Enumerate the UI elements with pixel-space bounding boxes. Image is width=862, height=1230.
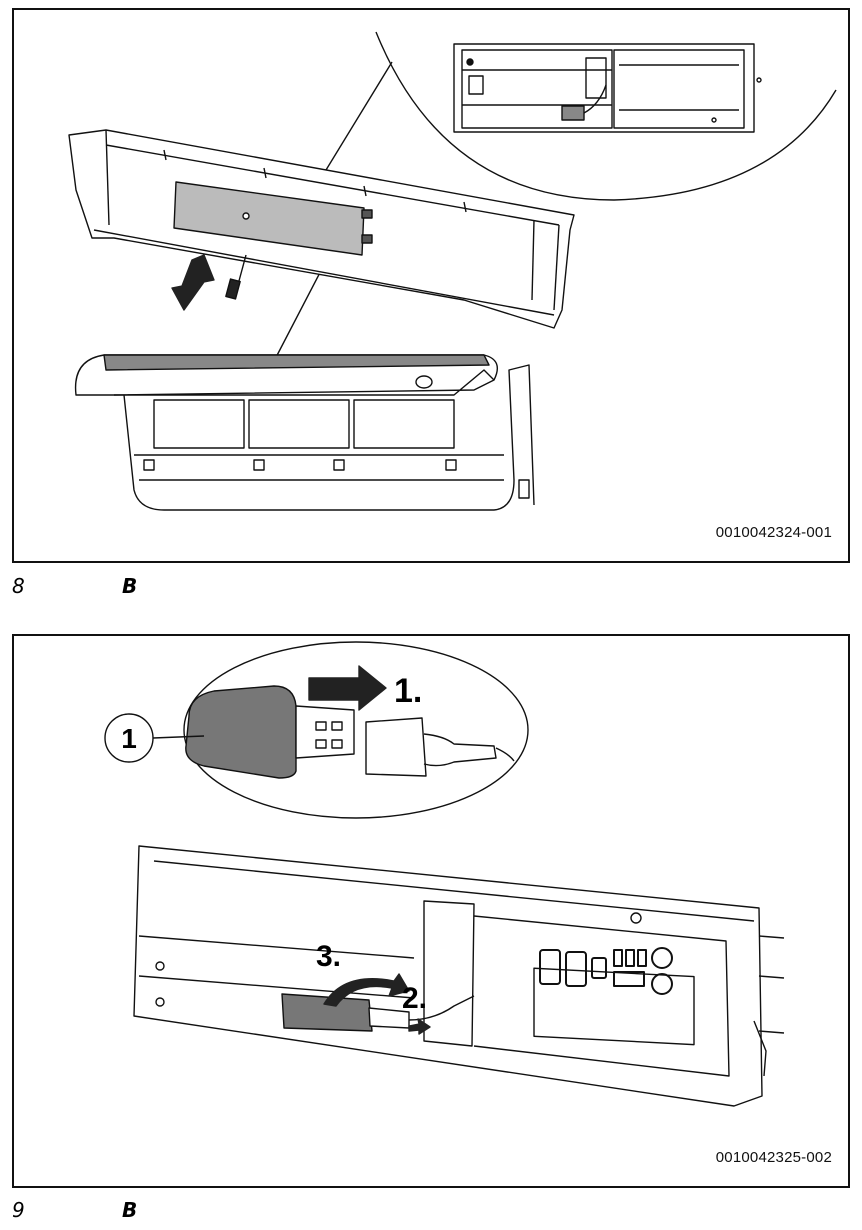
figure-8-number: 8 bbox=[12, 574, 25, 598]
callout-1-leader bbox=[152, 735, 205, 739]
figure-8-brand: B bbox=[122, 574, 138, 598]
figure-9-drawing: 1 1. 3. 2. bbox=[104, 641, 785, 1107]
figure-9-caption: 9 B bbox=[12, 1198, 312, 1226]
detail-magnifier-circle bbox=[375, 31, 837, 201]
detail-ellipse bbox=[183, 641, 529, 819]
figure-9-illustration: 1 1. 3. 2. 0010042325-002 bbox=[12, 634, 850, 1188]
figure-9-brand: B bbox=[122, 1198, 138, 1222]
detail-control-board bbox=[453, 43, 762, 133]
arrow-down-left bbox=[171, 254, 215, 311]
curved-arrow-step3 bbox=[323, 973, 410, 1007]
control-box bbox=[173, 181, 373, 256]
screw bbox=[225, 254, 247, 300]
step-3-label: 3. bbox=[316, 940, 341, 973]
figure-8-illustration: 0010042324-001 bbox=[12, 8, 850, 563]
figure-9-code: 0010042325-002 bbox=[715, 1149, 832, 1166]
callout-1-label: 1 bbox=[121, 723, 137, 754]
figure-8-code: 0010042324-001 bbox=[715, 524, 832, 541]
step-2-label: 2. bbox=[402, 982, 427, 1015]
figure-8-caption: 8 B bbox=[12, 574, 312, 602]
wifi-module-detail bbox=[185, 685, 355, 779]
indoor-unit-body bbox=[74, 354, 535, 511]
arrow-right bbox=[308, 665, 387, 711]
usb-socket-cable bbox=[365, 717, 515, 777]
arrow-step2 bbox=[408, 1018, 431, 1035]
control-panel bbox=[133, 845, 785, 1107]
step-1-label: 1. bbox=[394, 672, 422, 710]
figure-8-drawing bbox=[68, 31, 837, 511]
figure-9-number: 9 bbox=[12, 1198, 25, 1222]
